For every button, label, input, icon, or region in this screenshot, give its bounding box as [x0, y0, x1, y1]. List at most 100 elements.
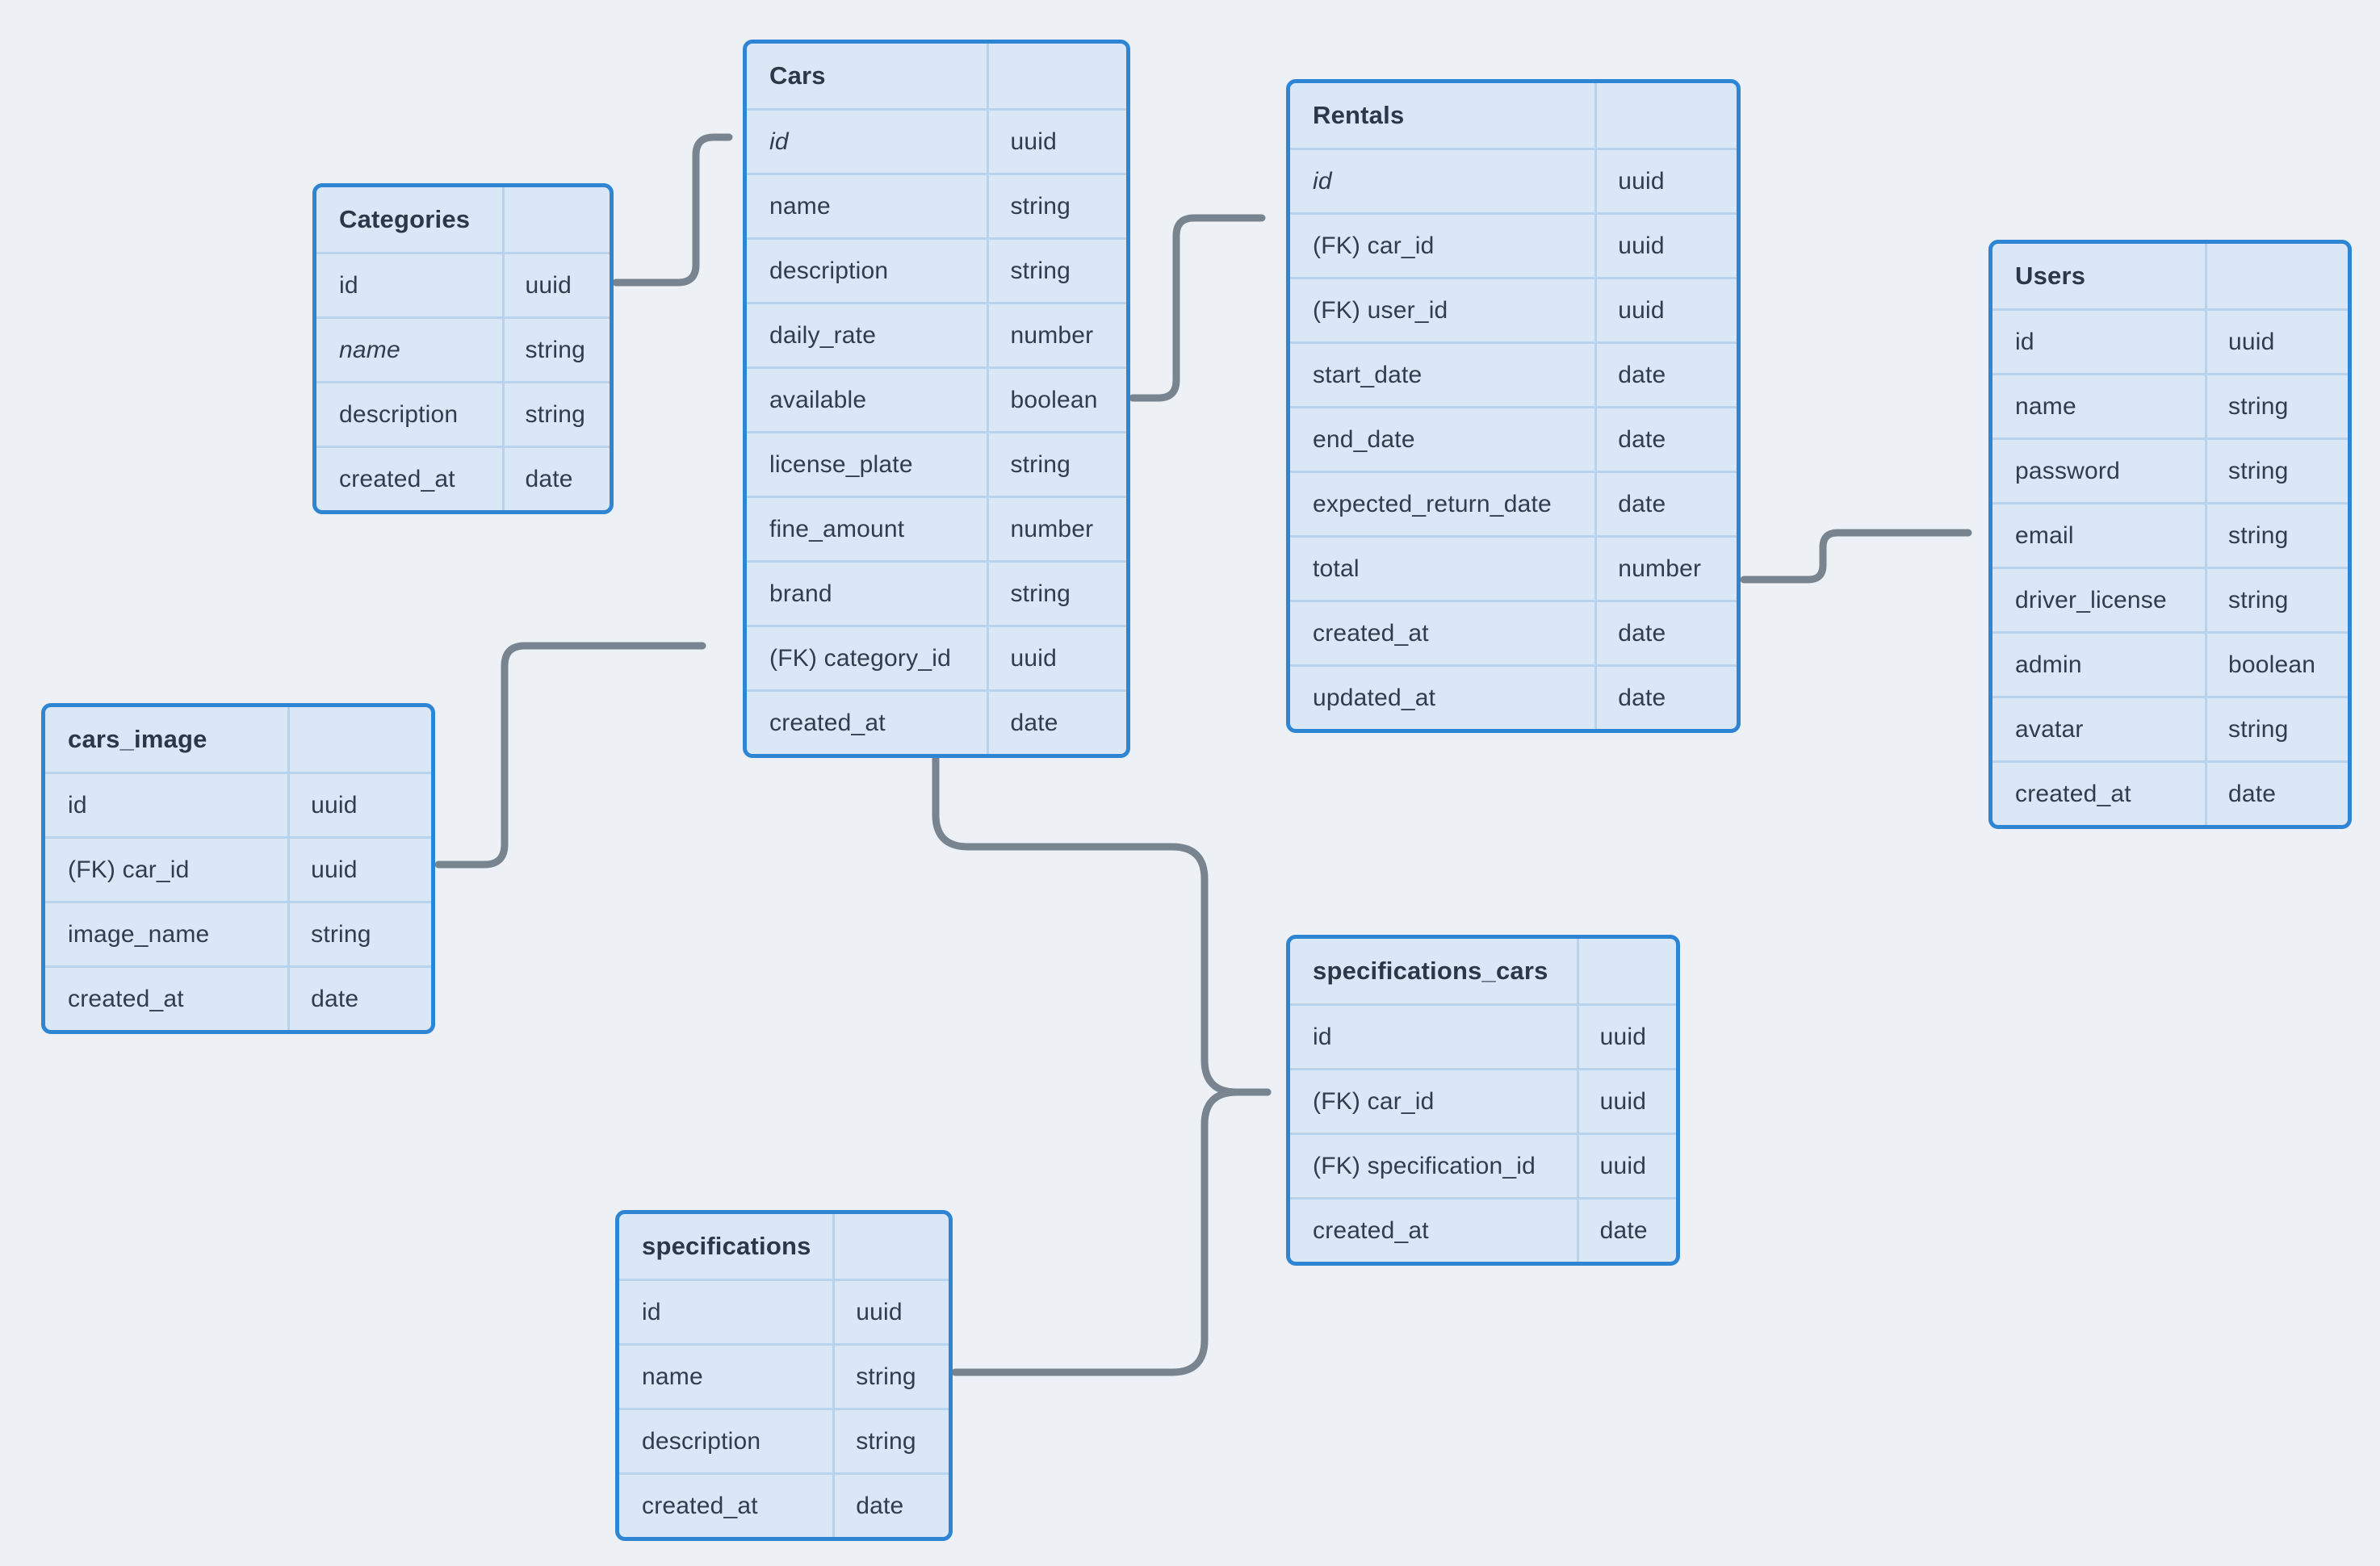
field-type: string — [2228, 521, 2289, 549]
field-name: admin — [2015, 651, 2082, 678]
field-type: string — [1010, 450, 1071, 478]
table-title: Users — [2015, 262, 2086, 290]
field-name: name — [2015, 392, 2076, 420]
field-name: name — [769, 192, 831, 220]
field-name: name — [339, 336, 400, 363]
field-type: date — [856, 1492, 904, 1519]
field-name: created_at — [1313, 619, 1429, 647]
field-name: expected_return_date — [1313, 490, 1552, 517]
field-name: email — [2015, 521, 2074, 549]
field-row: id uuid — [1290, 148, 1737, 212]
field-name: avatar — [2015, 715, 2084, 743]
table-header-empty-cell — [2206, 244, 2348, 308]
field-row: created_at date — [45, 965, 431, 1030]
field-type: string — [1010, 257, 1071, 284]
table-header-row: Users — [1992, 244, 2348, 308]
table-header-row: specifications — [619, 1214, 949, 1279]
field-type: string — [856, 1427, 916, 1455]
connector-cars-to-specifications_cars — [932, 751, 1272, 1096]
field-row: description string — [316, 381, 610, 446]
field-type: string — [525, 400, 586, 428]
field-type: string — [525, 336, 586, 363]
table-header-row: Cars — [747, 44, 1126, 108]
field-name: created_at — [68, 985, 184, 1012]
field-name: updated_at — [1313, 684, 1436, 711]
field-type: uuid — [525, 271, 572, 299]
field-name: created_at — [642, 1492, 758, 1519]
field-type: date — [311, 985, 359, 1012]
field-name: (FK) car_id — [1313, 1087, 1435, 1115]
field-name: created_at — [769, 709, 886, 736]
field-name: name — [642, 1363, 703, 1390]
field-row: name string — [316, 316, 610, 381]
field-type: boolean — [2228, 651, 2316, 678]
field-row: (FK) car_id uuid — [1290, 1068, 1676, 1133]
field-name: id — [2015, 328, 2034, 355]
field-name: id — [68, 791, 87, 819]
field-name: created_at — [2015, 780, 2131, 807]
field-row: expected_return_date date — [1290, 471, 1737, 535]
field-type: uuid — [311, 791, 358, 819]
field-name: description — [642, 1427, 761, 1455]
table-title: Categories — [339, 205, 471, 233]
column-divider — [832, 1214, 836, 1537]
field-name: driver_license — [2015, 586, 2167, 613]
field-row: created_at date — [316, 446, 610, 510]
field-name: image_name — [68, 920, 210, 948]
field-type: date — [525, 465, 573, 492]
field-type: number — [1010, 321, 1094, 349]
field-type: boolean — [1010, 386, 1098, 413]
table-header-empty-cell — [833, 1214, 949, 1279]
field-type: date — [1599, 1216, 1648, 1244]
column-divider — [501, 187, 505, 510]
field-name: created_at — [339, 465, 455, 492]
field-name: license_plate — [769, 450, 913, 478]
field-name: id — [642, 1298, 661, 1325]
field-name: fine_amount — [769, 515, 905, 542]
field-row: created_at date — [1992, 760, 2348, 825]
table-header-row: Categories — [316, 187, 610, 252]
field-type: number — [1010, 515, 1094, 542]
field-type: date — [2228, 780, 2277, 807]
field-row: created_at date — [619, 1472, 949, 1537]
field-name: (FK) category_id — [769, 644, 951, 672]
table-header-empty-cell — [1578, 939, 1676, 1003]
field-type: string — [2228, 457, 2289, 484]
field-type: uuid — [1599, 1152, 1647, 1179]
field-row: end_date date — [1290, 406, 1737, 471]
field-type: date — [1618, 425, 1666, 453]
field-name: daily_rate — [769, 321, 877, 349]
field-type: date — [1618, 684, 1666, 711]
field-type: uuid — [1618, 232, 1665, 259]
field-row: license_plate string — [747, 431, 1126, 496]
field-name: end_date — [1313, 425, 1415, 453]
field-name: password — [2015, 457, 2120, 484]
field-row: id uuid — [45, 772, 431, 836]
field-type: date — [1618, 490, 1666, 517]
field-name: (FK) car_id — [68, 856, 190, 883]
field-type: uuid — [1618, 167, 1665, 195]
field-type: uuid — [1599, 1087, 1647, 1115]
field-name: description — [339, 400, 459, 428]
field-type: uuid — [2228, 328, 2275, 355]
field-type: uuid — [1010, 128, 1057, 155]
field-name: id — [1313, 167, 1332, 195]
table-users[interactable]: Users id uuid name string password string email… — [1988, 240, 2352, 829]
